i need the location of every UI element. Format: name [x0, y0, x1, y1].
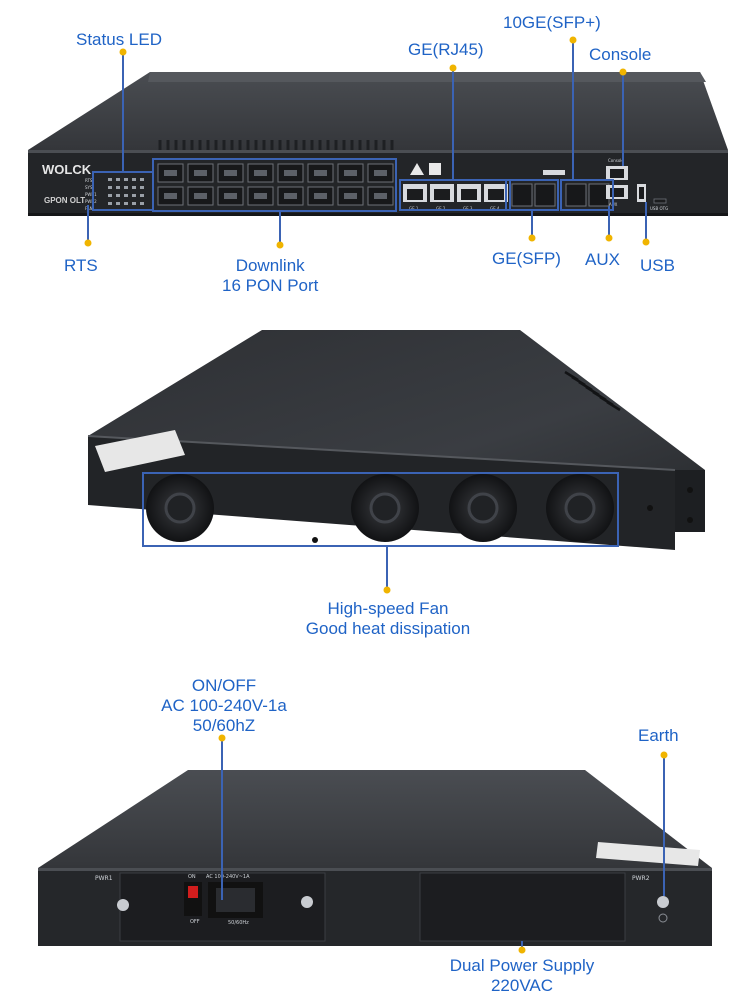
psu1-screw-right — [301, 896, 313, 908]
fan-frame — [142, 472, 619, 547]
front-anchor-dots — [84, 36, 650, 249]
callout-status-led: Status LED — [76, 30, 162, 49]
callout-ge-rj45: GE(RJ45) — [408, 40, 484, 59]
fan-grilles — [146, 474, 614, 542]
earth-screw — [657, 896, 669, 908]
rear-anchor-dots — [218, 734, 668, 954]
sfp-cages — [511, 183, 610, 207]
callout-ge-sfp: GE(SFP) — [492, 249, 561, 268]
callout-console: Console — [589, 45, 652, 64]
svg-text:OFF: OFF — [190, 919, 200, 925]
ground-symbol-icon — [658, 913, 668, 923]
svg-text:USB OTG: USB OTG — [650, 206, 668, 211]
psu1-screw — [117, 899, 129, 911]
svg-text:PWR2: PWR2 — [85, 199, 97, 204]
fan-anchor-dot — [383, 586, 391, 594]
callout-sfp-plus: 10GE(SFP+) — [503, 13, 601, 32]
screws — [312, 487, 693, 543]
front-leader-lines — [87, 40, 647, 245]
model-label: GPON OLT — [44, 196, 85, 205]
svg-text:PWR1: PWR1 — [95, 875, 113, 882]
front-panel-view: WOLCK GPON OLT RTS SYS PWR1 PWR2 FAN — [28, 36, 728, 249]
svg-text:PWR1: PWR1 — [85, 192, 97, 197]
product-label-sticker — [95, 430, 185, 472]
rear-panel-view: PWR1 PWR2 ON OFF AC 100-240V~1A 50/60Hz — [38, 734, 712, 954]
svg-text:PWR2: PWR2 — [632, 875, 650, 882]
svg-text:GE 3: GE 3 — [463, 206, 473, 211]
sfp-plus-frame — [560, 179, 614, 211]
callout-rts: RTS — [64, 256, 98, 275]
svg-text:Console: Console — [608, 158, 624, 163]
rear-label-sticker — [596, 842, 700, 866]
svg-text:ON: ON — [188, 874, 196, 880]
manual-icon — [429, 163, 441, 175]
downlink-frame — [152, 158, 397, 212]
warning-triangle-icon — [410, 163, 424, 175]
pon-port-cages — [157, 163, 394, 206]
callout-earth: Earth — [638, 726, 679, 745]
svg-text:GE 4: GE 4 — [490, 206, 500, 211]
svg-text:GE 1: GE 1 — [409, 206, 419, 211]
callout-usb: USB — [640, 256, 675, 275]
svg-text:RTS: RTS — [85, 178, 93, 183]
svg-text:GE 2: GE 2 — [436, 206, 446, 211]
ge-rj45-ports: GE 1 GE 2 GE 3 GE 4 — [403, 184, 508, 211]
ge-rj45-frame — [399, 179, 511, 211]
callout-aux: AUX — [585, 250, 620, 269]
brand-logo: WOLCK — [42, 162, 92, 177]
psu-module-2 — [419, 872, 626, 942]
svg-text:50/60Hz: 50/60Hz — [228, 920, 249, 926]
fan-side-view — [87, 330, 705, 594]
svg-text:AC 100-240V~1A: AC 100-240V~1A — [206, 874, 250, 880]
svg-text:SYS: SYS — [85, 185, 93, 190]
